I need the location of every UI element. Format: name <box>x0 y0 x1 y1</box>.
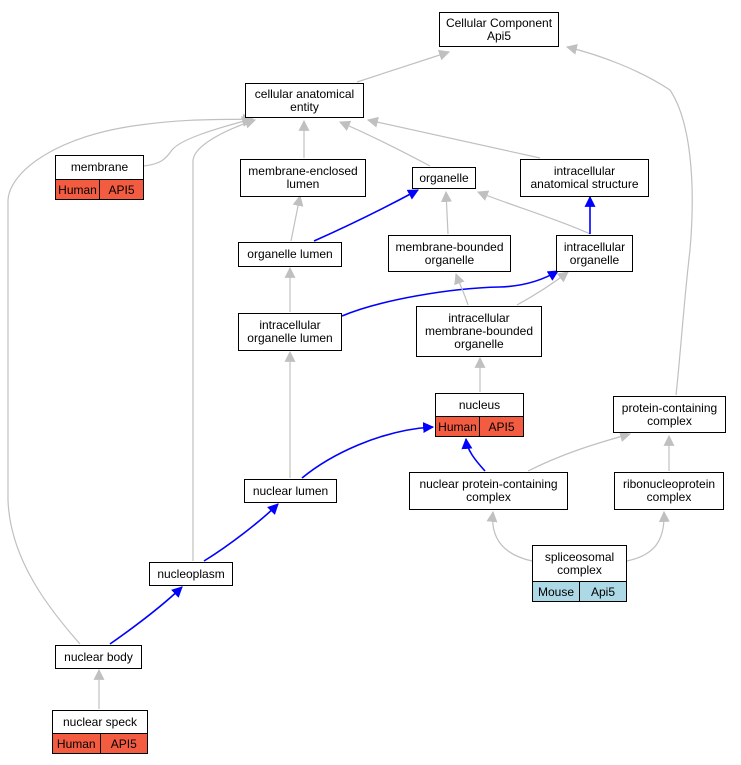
node-protein-containing-complex[interactable]: protein-containing complex <box>613 396 726 433</box>
node-label: intracellular organelle lumen <box>247 318 333 345</box>
node-organelle-lumen[interactable]: organelle lumen <box>238 242 342 267</box>
edge-part-of-olumen-to-organelle <box>313 189 419 242</box>
node-spliceosomal-complex[interactable]: spliceosomal complex Mouse Api5 <box>532 545 627 602</box>
node-label: membrane <box>70 160 129 174</box>
node-cellular-anatomical-entity[interactable]: cellular anatomical entity <box>245 83 364 118</box>
node-organelle[interactable]: organelle <box>412 167 476 189</box>
edge-is-a-pcc-to-root <box>565 43 693 396</box>
species-cell: Human <box>56 736 96 751</box>
annotation-row: Human API5 <box>56 179 143 199</box>
edge-is-a-spliceosome-to-rnp <box>626 510 670 562</box>
node-label: nucleoplasm <box>157 566 225 581</box>
node-nuclear-protein-containing-complex[interactable]: nuclear protein-containing complex <box>409 472 568 510</box>
node-label: protein-containing complex <box>621 400 718 428</box>
gene-cell: API5 <box>479 417 523 436</box>
node-intracellular-organelle-lumen[interactable]: intracellular organelle lumen <box>238 313 342 351</box>
edge-part-of-nbody-to-nucleoplasm <box>109 586 183 645</box>
edge-part-of-nlumen-to-nucleus <box>301 422 435 479</box>
node-label: membrane-bounded organelle <box>395 239 504 267</box>
node-membrane-bounded-organelle[interactable]: membrane-bounded organelle <box>388 235 511 272</box>
edge-is-a-imbo-to-io <box>516 271 569 306</box>
edge-is-a-nbody-to-cae <box>7 113 255 645</box>
edge-is-a-organelle-to-cae <box>338 120 431 167</box>
edge-is-a-npcc-to-pcc <box>527 431 632 472</box>
node-label: intracellular organelle <box>563 239 626 267</box>
edge-part-of-iol-to-io <box>341 270 559 317</box>
node-nuclear-lumen[interactable]: nuclear lumen <box>244 479 337 503</box>
edge-is-a-membrane-to-cae <box>143 116 254 167</box>
annotation-row: Mouse Api5 <box>533 581 626 601</box>
node-label: nuclear lumen <box>252 483 329 498</box>
node-label: organelle <box>419 170 469 185</box>
node-intracellular-organelle[interactable]: intracellular organelle <box>556 235 633 272</box>
node-label: nucleus <box>458 397 501 412</box>
node-intracellular-membrane-bounded-organelle[interactable]: intracellular membrane-bounded organelle <box>416 306 542 357</box>
node-label: nuclear protein-containing complex <box>419 477 558 504</box>
node-label: nuclear body <box>64 649 133 664</box>
edge-is-a-nucleoplasm-to-cae <box>192 117 257 561</box>
edge-is-a-olumen-to-mel <box>290 194 304 242</box>
node-nucleoplasm[interactable]: nucleoplasm <box>149 562 233 586</box>
node-label: organelle lumen <box>247 247 333 261</box>
edge-part-of-npcc-to-nucleus <box>461 437 486 472</box>
node-label: spliceosomal complex <box>544 549 615 577</box>
node-label: Cellular Component Api5 <box>445 15 553 43</box>
node-label: membrane-enclosed lumen <box>248 164 358 191</box>
node-membrane[interactable]: membrane Human API5 <box>55 155 144 200</box>
species-cell: Human <box>438 419 477 434</box>
species-cell: Mouse <box>537 584 575 599</box>
annotation-row: Human API5 <box>436 416 523 436</box>
edge-is-a-io-to-organelle <box>476 190 591 235</box>
node-label: nuclear speck <box>62 714 138 729</box>
node-intracellular-anatomical-structure[interactable]: intracellular anatomical structure <box>520 159 649 197</box>
edge-part-of-nucleoplasm-to-nlumen <box>203 503 279 562</box>
edge-is-a-spliceosome-to-npcc <box>486 510 533 562</box>
gene-cell: API5 <box>99 180 143 199</box>
annotation-row: Human API5 <box>53 733 147 753</box>
node-cellular-component[interactable]: Cellular Component Api5 <box>439 12 559 47</box>
node-ribonucleoprotein-complex[interactable]: ribonucleoprotein complex <box>614 472 724 510</box>
gene-cell: API5 <box>99 734 148 753</box>
edge-is-a-mbo-to-organelle <box>440 190 452 235</box>
node-nucleus[interactable]: nucleus Human API5 <box>435 393 524 437</box>
node-membrane-enclosed-lumen[interactable]: membrane-enclosed lumen <box>240 159 366 197</box>
edge-is-a-ias-to-cae <box>366 116 541 159</box>
node-label: intracellular membrane-bounded organelle <box>424 311 534 351</box>
node-label: intracellular anatomical structure <box>530 164 639 191</box>
edge-is-a-imbo-to-mbo <box>454 272 469 306</box>
node-label: ribonucleoprotein complex <box>622 477 716 504</box>
node-nuclear-speck[interactable]: nuclear speck Human API5 <box>52 710 148 754</box>
species-cell: Human <box>58 182 97 197</box>
edge-is-a-cae-to-root <box>356 49 451 83</box>
node-label: cellular anatomical entity <box>254 86 355 114</box>
node-nuclear-body[interactable]: nuclear body <box>55 645 142 669</box>
gene-cell: Api5 <box>579 582 626 601</box>
